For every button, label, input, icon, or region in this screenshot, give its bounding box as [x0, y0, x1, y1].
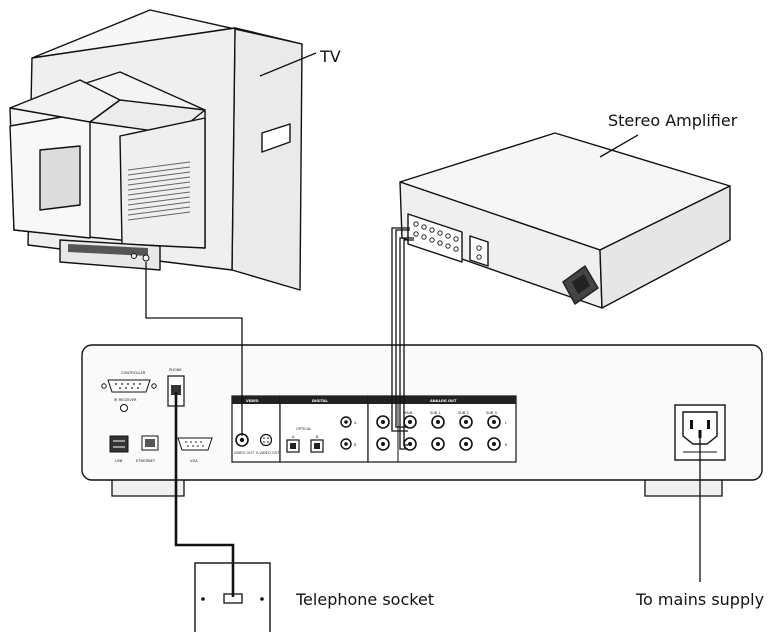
telephone-cable: [174, 392, 235, 597]
video-section: VIDEO VIDEO OUT S-VIDEO OUT: [231, 395, 281, 463]
digital-section: DIGITAL OPTICAL A B A B: [279, 395, 369, 463]
svg-text:IR RECEIVER: IR RECEIVER: [114, 398, 137, 402]
svg-text:CONTROLLER: CONTROLLER: [121, 371, 146, 375]
mains-supply-label: To mains supply: [635, 590, 764, 609]
svg-text:SUB 3: SUB 3: [486, 411, 497, 415]
svg-text:OPTICAL: OPTICAL: [296, 427, 311, 431]
svg-text:B: B: [316, 435, 319, 439]
svg-text:VGA: VGA: [190, 459, 198, 463]
amplifier-rca-inputs: [413, 221, 482, 260]
svg-text:VIDEO OUT: VIDEO OUT: [234, 451, 255, 455]
ir-receiver-port: IR RECEIVER: [114, 398, 137, 412]
tv-leader-line: [259, 52, 317, 77]
telephone-socket-label: Telephone socket: [295, 590, 434, 609]
svg-text:ANALOG OUT: ANALOG OUT: [430, 399, 457, 403]
svg-text:SUB 1: SUB 1: [430, 411, 441, 415]
svg-text:VIDEO: VIDEO: [246, 399, 259, 403]
vga-port: VGA: [177, 437, 213, 463]
controller-port: CONTROLLER: [101, 371, 157, 393]
usb-port: USB: [109, 435, 129, 463]
svg-text:MAIN: MAIN: [403, 411, 413, 415]
amplifier-leader-line: [599, 134, 639, 158]
tv-vents: [127, 161, 191, 221]
svg-text:L: L: [505, 421, 507, 425]
svg-text:S-VIDEO OUT: S-VIDEO OUT: [256, 451, 280, 455]
svg-text:ETHERNET: ETHERNET: [136, 459, 156, 463]
tv-video-cable: [145, 262, 243, 436]
stereo-amplifier: [399, 132, 731, 309]
audio-cables: [391, 227, 414, 450]
tv-video-sockets: [131, 253, 150, 262]
svg-text:PHONE: PHONE: [169, 368, 182, 372]
svg-text:USB: USB: [115, 459, 123, 463]
tv-label: TV: [319, 47, 341, 66]
svg-text:B: B: [354, 443, 357, 447]
ethernet-port: ETHERNET: [136, 435, 159, 463]
phone-port: PHONE: [167, 368, 185, 407]
svg-text:SUB 2: SUB 2: [458, 411, 469, 415]
svg-text:A: A: [292, 435, 295, 439]
svg-text:A: A: [354, 421, 357, 425]
svg-text:R: R: [505, 443, 508, 447]
svg-text:DIGITAL: DIGITAL: [312, 399, 329, 403]
tv: [9, 9, 303, 291]
amplifier-label: Stereo Amplifier: [608, 111, 738, 130]
analog-out-section: ANALOG OUT MAIN SUB 1 SUB 2 SUB 3 L R: [367, 395, 517, 463]
